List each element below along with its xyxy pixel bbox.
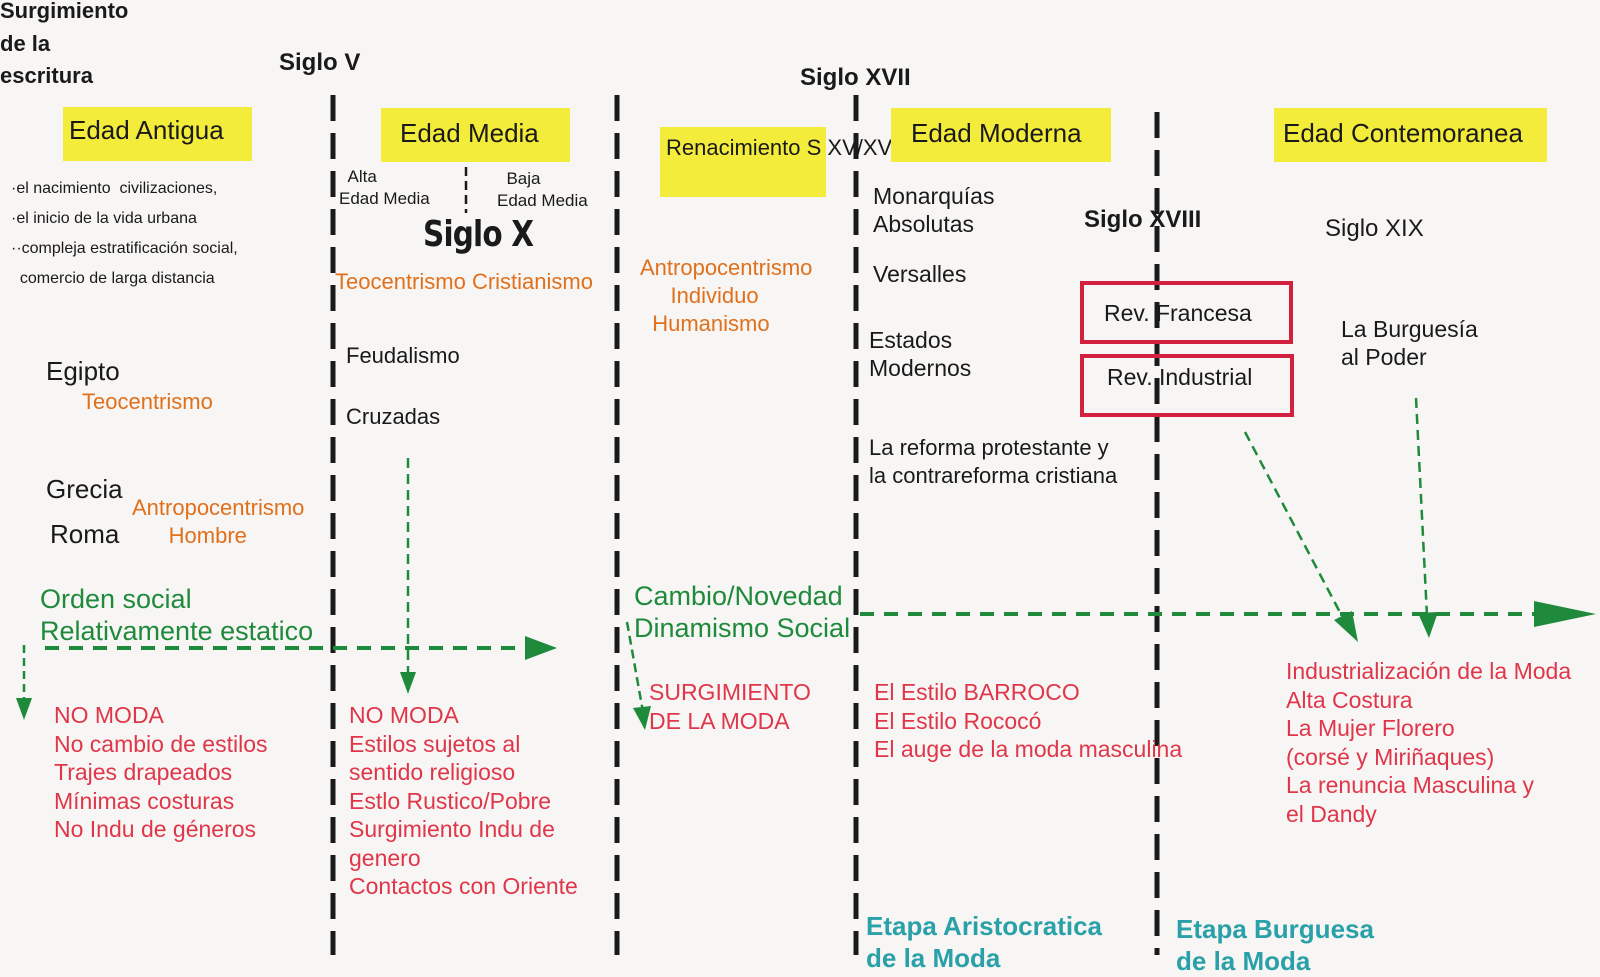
era-edad-moderna-label: Edad Moderna [911,118,1082,148]
feudalismo: Feudalismo [346,343,460,368]
era-renacimiento-label: Renacimiento S XV/XVI [666,135,899,160]
arrow-dinamismo-head [1534,601,1596,627]
arrow-burguesia [1414,397,1429,617]
orden-social: Orden social Relativamente estatico [40,584,314,646]
etapa-aristocratica: Etapa Aristocratica de la Moda [866,911,1103,973]
siglo-x: Siglo X [423,214,534,255]
era-edad-moderna: Edad Moderna [891,108,1111,162]
era-edad-contemporanea: Edad Contemoranea [1274,108,1547,162]
surgimiento-escritura: Surgimiento de la escritura [0,0,129,89]
era-edad-media: Edad Media [381,108,570,162]
rev-industrial-box [1080,354,1294,417]
arrow-down-antigua-head [16,698,32,720]
estados-modernos: Estados Modernos [869,327,972,382]
siglo-xviii: Siglo XVIII [1084,206,1202,233]
siglo-v: Siglo V [279,49,361,76]
siglo-xix: Siglo XIX [1325,215,1424,242]
surgimiento-moda: SURGIMIENTO DE LA MODA [649,679,811,734]
arrow-revoluciones-head [1334,611,1358,642]
roma: Roma [50,519,120,549]
arrow-revoluciones [1243,431,1346,621]
arrow-down-media-head [400,672,416,694]
reforma-protestante: La reforma protestante y la contrareform… [869,435,1118,488]
grecia: Grecia [46,474,123,504]
moderna-estilos: El Estilo BARROCO El Estilo Rococó El au… [874,679,1183,763]
cambio-novedad: Cambio/Novedad Dinamismo Social [634,581,851,643]
egipto: Egipto [46,356,120,386]
media-no-moda: NO MODA Estilos sujetos al sentido relig… [349,702,578,900]
era-edad-media-label: Edad Media [400,118,539,148]
era-renacimiento: Renacimiento S XV/XVI [660,127,898,197]
egipto-teocentrismo: Teocentrismo [82,389,213,414]
antigua-no-moda: NO MODA No cambio de estilos Trajes drap… [54,702,268,843]
arrow-burguesia-head [1418,612,1438,638]
rev-industrial: Rev. Industrial [1107,364,1253,390]
rev-francesa-box [1080,281,1293,344]
arrow-renacimiento-moda-head [633,706,651,730]
teocentrismo-cristianismo: Teocentrismo Cristianismo [335,269,593,294]
siglo-xvii: Siglo XVII [800,64,911,91]
etapa-burguesa: Etapa Burguesa de la Moda [1176,914,1374,976]
era-edad-antigua: Edad Antigua [63,107,252,161]
rev-francesa: Rev. Francesa [1104,300,1252,326]
cruzadas: Cruzadas [346,404,441,429]
monarquias-absolutas: Monarquías Absolutas [873,183,995,238]
antigua-bullets: ·el nacimiento civilizaciones, ·el inici… [11,180,238,288]
burguesia-poder: La Burguesía al Poder [1341,316,1478,371]
arrow-orden-social-head [525,636,557,660]
era-edad-contemporanea-label: Edad Contemoranea [1283,118,1523,148]
baja-edad-media: Baja Edad Media [497,169,588,211]
arrow-renacimiento-moda [625,621,645,713]
grecia-roma-antropocentrismo: Antropocentrismo Hombre [132,495,305,549]
alta-edad-media: Alta Edad Media [339,167,430,209]
era-edad-antigua-label: Edad Antigua [69,115,224,145]
contemporanea-moda: Industrialización de la Moda Alta Costur… [1286,658,1572,827]
versalles: Versalles [873,261,967,287]
renacimiento-ideas: Antropocentrismo Individuo Humanismo [640,255,813,337]
